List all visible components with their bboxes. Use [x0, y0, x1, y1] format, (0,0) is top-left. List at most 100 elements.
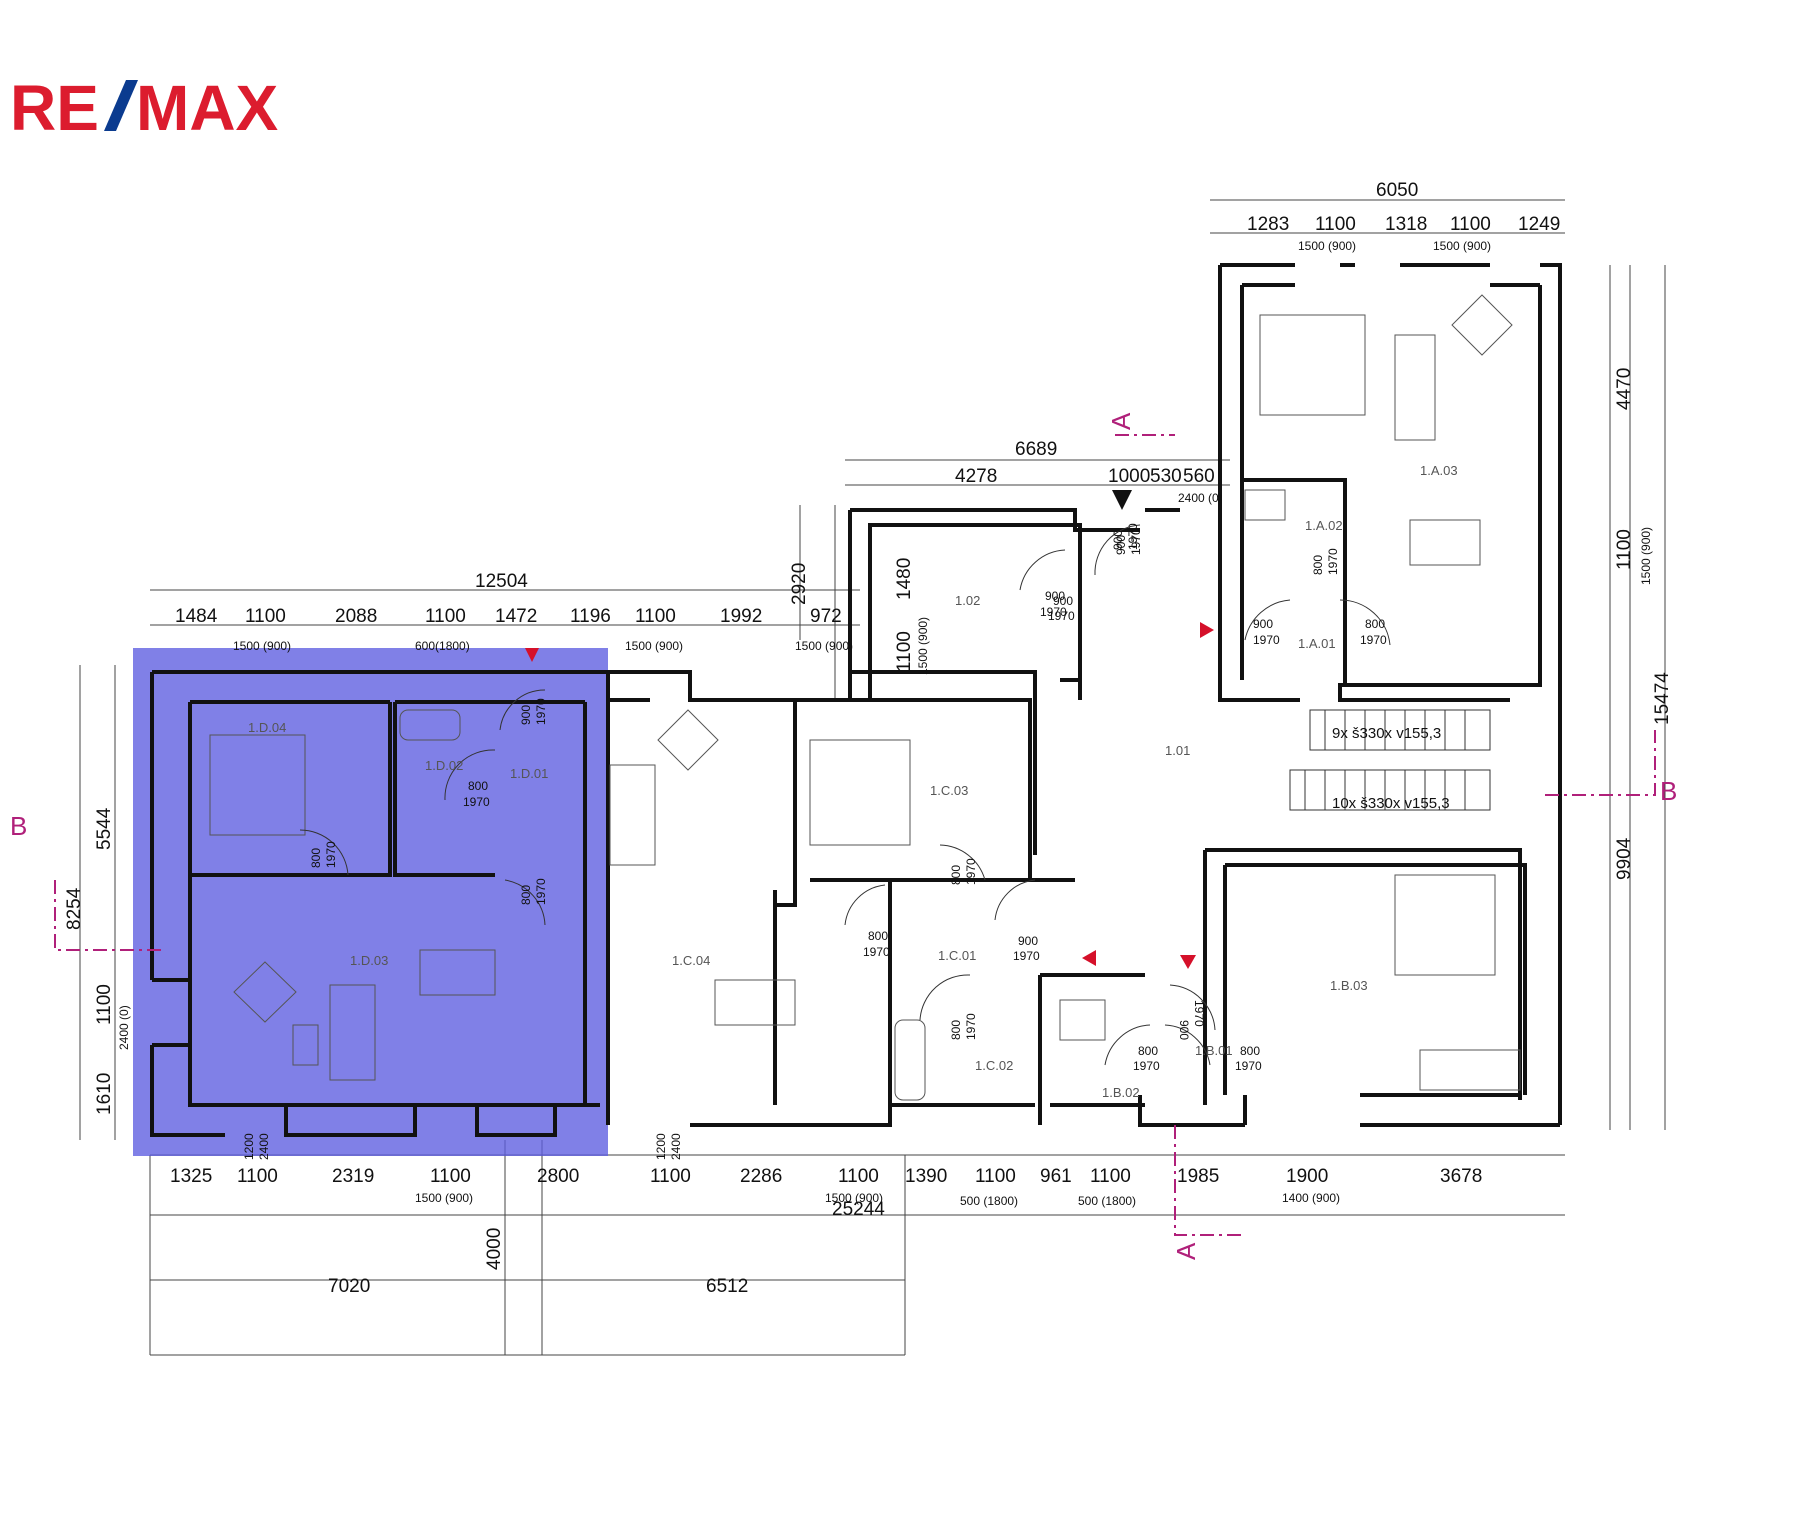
sill-dim: 2400	[257, 1133, 271, 1160]
armchair-a	[1451, 294, 1513, 356]
dim: 2800	[537, 1166, 579, 1187]
sill-dim: 2400 (0)	[117, 1005, 131, 1050]
door-height: 1970	[1235, 1059, 1262, 1073]
room-label: 1.C.04	[672, 953, 710, 968]
dim: 6689	[1015, 439, 1057, 460]
dim: 972	[810, 606, 842, 627]
door-height: 1970	[1129, 528, 1143, 555]
sill-dim: 1500 (900)	[1298, 239, 1356, 253]
door-height: 1970	[1326, 548, 1340, 575]
door-height: 1970	[1192, 1000, 1206, 1027]
sofa-c	[609, 764, 656, 866]
dim: 1325	[170, 1166, 212, 1187]
section-label-b-left: B	[10, 811, 27, 841]
dim: 2920	[789, 563, 810, 605]
sofa	[329, 984, 376, 1081]
sill-dim: 1500 (900)	[625, 639, 683, 653]
dim: 1100	[245, 606, 286, 627]
door-width: 900	[1177, 1020, 1191, 1040]
room-label: 1.02	[955, 593, 980, 608]
door-width: 800	[949, 1020, 963, 1040]
dim: 4470	[1614, 368, 1635, 410]
door-width: 800	[1311, 555, 1325, 575]
door-labels: 900 1970 800 1970 800 1970 900 1970 900 …	[309, 523, 1387, 1073]
sill-dim: 1400 (900)	[1282, 1191, 1340, 1205]
room-label: 1.D.03	[350, 953, 388, 968]
room-label: 1.D.04	[248, 720, 286, 735]
door-height: 1970	[863, 945, 890, 959]
walls	[150, 263, 1562, 1137]
highlighted-unit-1d[interactable]	[133, 648, 608, 1156]
furniture	[209, 294, 1521, 1101]
dim: 1100	[425, 606, 466, 627]
dim: 8254	[64, 887, 85, 930]
dim: 1100	[1090, 1166, 1131, 1187]
sill-dim: 500 (1800)	[960, 1194, 1018, 1208]
shower-b	[1059, 999, 1106, 1041]
sill-dim: 2400	[669, 1133, 683, 1160]
sofa-a	[1394, 334, 1436, 441]
room-label: 1.01	[1165, 743, 1190, 758]
dim: 1000	[1108, 466, 1150, 487]
sill-dim: 500 (1800)	[1078, 1194, 1136, 1208]
dim: 1480	[894, 558, 915, 600]
door-width: 900	[1253, 617, 1273, 631]
door-height: 1970	[1360, 633, 1387, 647]
sill-dim: 1200	[242, 1133, 256, 1160]
door-height: 1970	[964, 858, 978, 885]
sill-dim: 1500 (900)	[916, 617, 930, 675]
door-width: 900	[1018, 934, 1038, 948]
dimension-labels: 6050 1283 1100 1318 1100 1249 6689 4278 …	[64, 180, 1673, 1297]
room-label: 1.D.01	[510, 766, 548, 781]
room-label: 1.B.03	[1330, 978, 1368, 993]
sill-dimensions: 1500 (900) 1500 (900) 2400 (0) 1500 (900…	[117, 239, 1653, 1208]
dim: 1318	[1385, 214, 1427, 235]
sill-dim: 2400 (0)	[1178, 491, 1223, 505]
logo-text-re: RE	[10, 72, 99, 144]
door-width: 800	[868, 929, 888, 943]
door-width: 900	[1111, 530, 1125, 550]
door-width: 800	[468, 779, 488, 793]
door-height: 1970	[1133, 1059, 1160, 1073]
room-label: 1.B.01	[1195, 1043, 1233, 1058]
room-label: 1.C.02	[975, 1058, 1013, 1073]
door-height: 1970	[534, 878, 548, 905]
main-entry-marker	[1112, 490, 1132, 510]
dim: 1100	[635, 606, 676, 627]
dim: 1100	[1450, 214, 1491, 235]
section-lines	[54, 434, 1656, 1236]
room-label: 1.C.03	[930, 783, 968, 798]
dim: 1100	[430, 1166, 471, 1187]
dim: 6050	[1376, 180, 1418, 201]
dim: 4000	[484, 1228, 505, 1270]
dim: 1283	[1247, 214, 1289, 235]
dim: 7020	[328, 1276, 370, 1297]
armchair	[233, 961, 297, 1023]
door-height: 1970	[1048, 609, 1075, 623]
remax-logo: RE MAX	[10, 72, 279, 144]
dim: 1900	[1286, 1166, 1328, 1187]
door-width: 800	[309, 848, 323, 868]
logo-text-max: MAX	[136, 72, 279, 144]
logo-slash	[104, 80, 138, 131]
stair-label-lower: 10x š330x v155,3	[1332, 795, 1450, 812]
door-width: 800	[1365, 617, 1385, 631]
room-labels: 1.D.04 1.D.02 1.D.01 1.D.03 1.C.04 1.C.0…	[248, 463, 1458, 1100]
shower-a	[1244, 489, 1286, 521]
stair-label-upper: 9x š330x v155,3	[1332, 725, 1441, 742]
bed-c	[809, 739, 911, 846]
dim: 15474	[1652, 672, 1673, 725]
dim: 1390	[905, 1166, 947, 1187]
room-label: 1.A.03	[1420, 463, 1458, 478]
dim: 560	[1183, 466, 1215, 487]
door-width: 800	[1138, 1044, 1158, 1058]
stairs	[1289, 709, 1491, 811]
door-width: 900	[1114, 535, 1128, 555]
dim: 1985	[1177, 1166, 1219, 1187]
room-label: 1.A.01	[1298, 636, 1336, 651]
sill-dim: 1500 (900)	[415, 1191, 473, 1205]
door-width: 900	[519, 705, 533, 725]
dim: 1100	[1315, 214, 1356, 235]
sill-dim: 1200	[654, 1133, 668, 1160]
